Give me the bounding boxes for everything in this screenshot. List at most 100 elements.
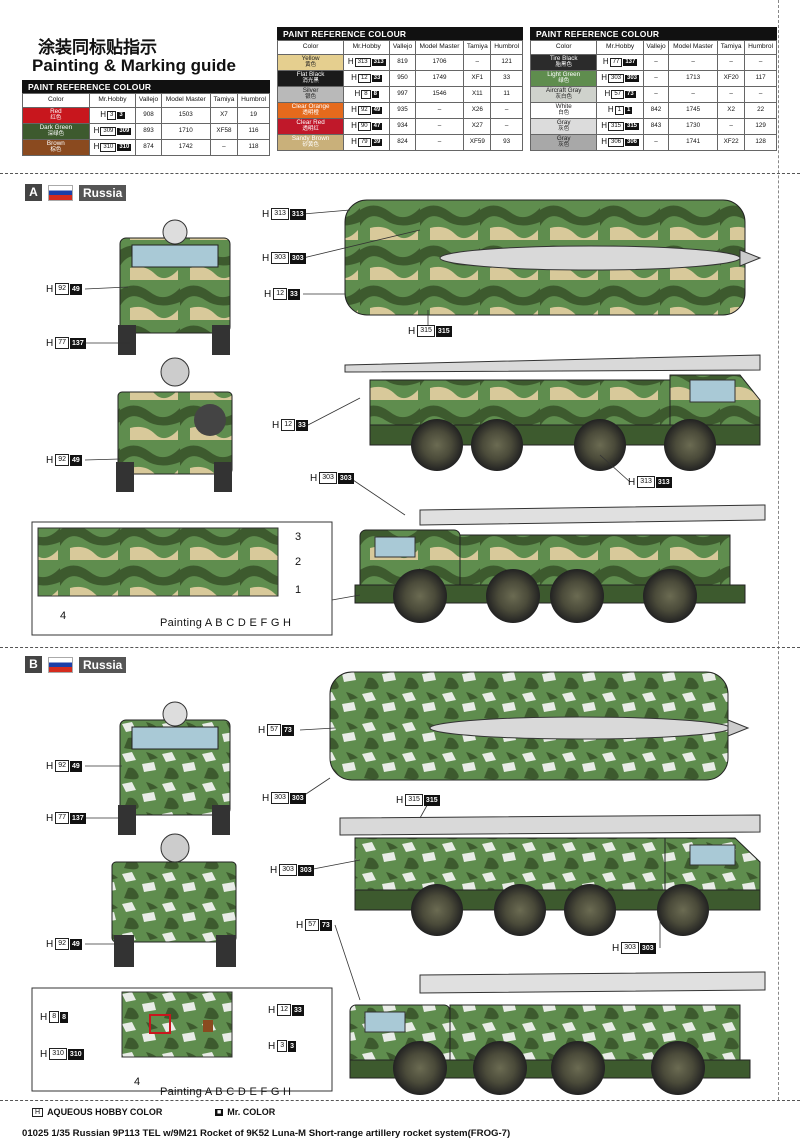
painting-options-label: Painting A B C D E F G H xyxy=(160,617,292,629)
color-name-cn: 红色 xyxy=(50,114,62,121)
side-view-b1 xyxy=(339,814,761,936)
color-name: Dark Green xyxy=(39,124,73,132)
color-name: Flat Black xyxy=(296,71,325,79)
paint-table-header: PAINT REFERENCE COLOUR xyxy=(277,27,523,40)
inset-part-number: 1 xyxy=(295,584,302,596)
color-name: Gray xyxy=(556,119,571,127)
color-name: Tire Black xyxy=(549,55,578,63)
rear-view-b xyxy=(111,833,237,967)
country-label: Russia xyxy=(79,184,127,201)
inset-part-number: 3 xyxy=(295,531,302,543)
tamiya-cell: XF22 xyxy=(717,134,746,151)
legend-mr-color-label: Mr. COLOR xyxy=(227,1107,276,1117)
legend-aqueous-label: AQUEOUS HOBBY COLOR xyxy=(47,1107,163,1117)
color-name: Gray xyxy=(556,135,571,143)
color-name-cn: 银色 xyxy=(305,93,317,100)
color-name: Light Green xyxy=(547,71,581,79)
color-name-cn: 白色 xyxy=(558,109,570,116)
section-a-header: A Russia xyxy=(25,184,127,201)
color-name: Silver xyxy=(302,87,319,95)
humbrol-cell: 128 xyxy=(744,134,777,151)
color-name-cn: 棕色 xyxy=(50,146,62,153)
rear-view-a xyxy=(116,357,233,492)
title-chinese: 涂装同标贴指示 xyxy=(38,38,157,58)
color-name-cn: 胎黑色 xyxy=(555,61,572,68)
footer-product-title: 01025 1/35 Russian 9P113 TEL w/9M21 Rock… xyxy=(22,1128,511,1139)
russia-flag-icon xyxy=(48,656,73,673)
humbrol-cell: 19 xyxy=(237,107,270,124)
vallejo-cell: – xyxy=(642,134,670,151)
color-name: Yellow xyxy=(301,55,320,63)
color-name-cn: 灰白色 xyxy=(555,93,572,100)
color-name: Aircraft Gray xyxy=(546,87,582,95)
divider-vertical xyxy=(778,0,779,1100)
color-name-cn: 深绿色 xyxy=(47,130,65,137)
humbrol-cell: 93 xyxy=(490,134,523,151)
section-letter: B xyxy=(25,656,42,673)
inset-part-number: 2 xyxy=(295,556,302,568)
color-name: Red xyxy=(50,108,62,116)
vallejo-cell: 819 xyxy=(389,54,416,71)
color-name-cn: 消光黑 xyxy=(302,77,319,84)
top-view-b xyxy=(329,671,750,781)
color-name: Clear Red xyxy=(296,119,325,127)
column-header: Vallejo xyxy=(389,40,416,55)
side-view-a2 xyxy=(354,504,766,623)
divider xyxy=(0,1100,800,1101)
front-view-a xyxy=(118,219,231,355)
vallejo-cell: 874 xyxy=(135,139,162,156)
section-letter: A xyxy=(25,184,42,201)
country-label: Russia xyxy=(79,656,127,673)
paint-table-header: PAINT REFERENCE COLOUR xyxy=(22,80,270,93)
side-view-a1 xyxy=(344,354,761,471)
legend-mr-color: ■ Mr. COLOR xyxy=(215,1107,275,1117)
inset-part-number: 4 xyxy=(134,1076,141,1088)
paint-table-header: PAINT REFERENCE COLOUR xyxy=(530,27,777,40)
divider xyxy=(0,173,800,174)
tamiya-cell: – xyxy=(209,139,239,156)
color-name-cn: 黄色 xyxy=(305,61,317,68)
tamiya-cell: XF59 xyxy=(463,134,492,151)
color-name-cn: 透明橙 xyxy=(302,109,319,116)
section-b-header: B Russia xyxy=(25,656,127,673)
aqueous-symbol-icon: H xyxy=(32,1107,44,1117)
